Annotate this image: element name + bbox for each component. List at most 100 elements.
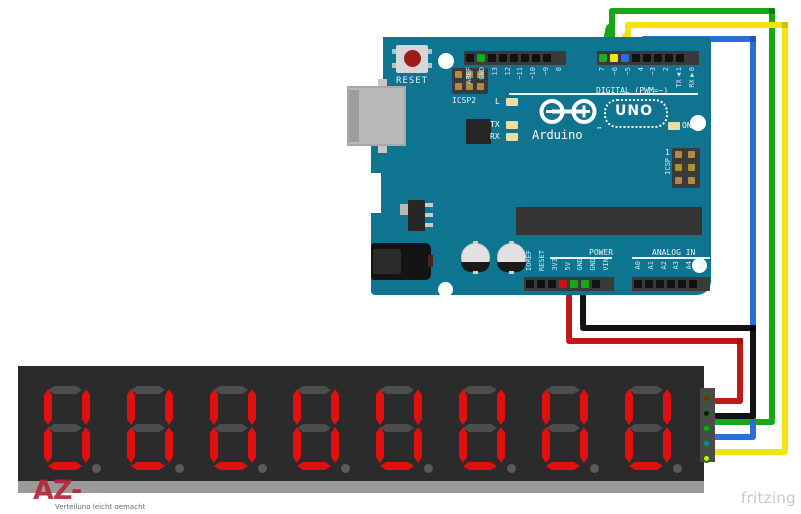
pin-hole-7[interactable] <box>598 54 607 62</box>
pin-hole-reset-power[interactable] <box>536 280 545 288</box>
connector-pin-vcc[interactable] <box>702 394 711 403</box>
digit-6-segment-g <box>463 424 497 432</box>
pin-hole-aref[interactable] <box>465 54 474 62</box>
digit-3 <box>202 384 267 473</box>
pin-hole-tx1[interactable] <box>664 54 673 62</box>
analog-header[interactable] <box>632 277 710 291</box>
pin-label-a3: A3 <box>672 261 680 270</box>
pin-hole-rx0[interactable] <box>675 54 684 62</box>
digit-1-segment-f <box>44 389 52 425</box>
pin-hole-a2[interactable] <box>655 280 664 288</box>
digit-1-segment-d <box>48 462 82 470</box>
digit-8-segment-g <box>629 424 663 432</box>
pin-hole-a4[interactable] <box>677 280 686 288</box>
digit-5-segment-b <box>414 389 422 425</box>
digit-1-segment-a <box>48 386 82 394</box>
digit-7 <box>534 384 599 473</box>
pin-label-5: ~5 <box>624 67 632 76</box>
fritzing-watermark: fritzing <box>741 489 796 507</box>
green-wire-bend-top <box>769 8 775 14</box>
pin-hole-5[interactable] <box>620 54 629 62</box>
digit-7-segment-c <box>580 427 588 463</box>
pin-label-7: 7 <box>598 67 606 72</box>
pin-label-11: ~11 <box>516 67 524 80</box>
pin-hole-5v[interactable] <box>558 280 567 288</box>
pin-hole-4[interactable] <box>631 54 640 62</box>
digit-6-segment-c <box>497 427 505 463</box>
pin-hole-vin[interactable] <box>591 280 600 288</box>
pin-hole-gnd-2[interactable] <box>580 280 589 288</box>
digit-2 <box>119 384 184 473</box>
digit-2-decimal-point <box>175 464 184 473</box>
pin-label-6: ~6 <box>611 67 619 76</box>
digit-4 <box>285 384 350 473</box>
digit-3-segment-g <box>214 424 248 432</box>
pin-label-a2: A2 <box>660 261 668 270</box>
pin-hole-gnd-1[interactable] <box>569 280 578 288</box>
pin-label-5v: 5V <box>564 262 572 271</box>
digit-1-segment-c <box>82 427 90 463</box>
reset-button[interactable] <box>396 45 428 73</box>
connector-pin-dio[interactable] <box>702 424 711 433</box>
digit-4-segment-c <box>331 427 339 463</box>
connector-pin-clk[interactable] <box>702 439 711 448</box>
barrel-jack-nub <box>428 255 433 267</box>
digit-4-segment-d <box>297 462 331 470</box>
usb-b-inner <box>349 90 359 142</box>
pin-hole-2[interactable] <box>653 54 662 62</box>
pin-hole-ioref[interactable] <box>525 280 534 288</box>
pin-hole-10[interactable] <box>520 54 529 62</box>
connector-pin-stb[interactable] <box>702 454 711 463</box>
yellow-wire-bend-top <box>782 22 788 28</box>
pin-hole-a0[interactable] <box>633 280 642 288</box>
pin-hole-a3[interactable] <box>666 280 675 288</box>
analog-caption: ANALOG IN <box>652 248 696 257</box>
board-edge-notch-lower <box>371 173 381 213</box>
pin-hole-9[interactable] <box>531 54 540 62</box>
digit-1-segment-e <box>44 427 52 463</box>
digit-5-segment-a <box>380 386 414 394</box>
pin-hole-11[interactable] <box>509 54 518 62</box>
led-l-label: L <box>495 97 500 106</box>
icsp2-label: ICSP2 <box>452 96 477 105</box>
digit-4-segment-e <box>293 427 301 463</box>
pin-label-3v3: 3V3 <box>551 258 559 271</box>
pin-hole-3[interactable] <box>642 54 651 62</box>
pin-hole-6[interactable] <box>609 54 618 62</box>
led-rx <box>506 133 518 141</box>
regulator-thermal-pad <box>400 204 408 215</box>
yellow-wire-segment-vertical-down <box>782 22 788 452</box>
digit-2-segment-a <box>131 386 165 394</box>
reset-tab-bl <box>392 63 396 68</box>
green-wire-segment-vertical-down <box>769 8 775 422</box>
reset-tab-br <box>428 63 432 68</box>
pin-hole-8[interactable] <box>542 54 551 62</box>
pin-hole-gnd-digital[interactable] <box>476 54 485 62</box>
digital-header-left[interactable] <box>464 51 566 65</box>
pin-hole-3v3[interactable] <box>547 280 556 288</box>
digit-1-segment-g <box>48 424 82 432</box>
icsp2-pad-5 <box>466 83 473 90</box>
digit-2-segment-e <box>127 427 135 463</box>
atmega-microcontroller <box>516 207 702 235</box>
power-header[interactable] <box>524 277 614 291</box>
yellow-wire-segment-horizontal-top <box>625 22 788 28</box>
pin-hole-13[interactable] <box>487 54 496 62</box>
digit-6-segment-d <box>463 462 497 470</box>
icsp-pin1-marker: 1 <box>665 148 670 157</box>
green-wire-segment-vertical-up <box>609 8 615 60</box>
blue-wire-bend-top <box>750 36 756 42</box>
digit-2-segment-c <box>165 427 173 463</box>
digit-4-segment-b <box>331 389 339 425</box>
pin-hole-a1[interactable] <box>644 280 653 288</box>
led-l <box>506 98 518 106</box>
pin-label-4: 4 <box>637 67 645 72</box>
digital-header-right[interactable] <box>597 51 699 65</box>
digit-6-segment-e <box>459 427 467 463</box>
pin-hole-a5[interactable] <box>688 280 697 288</box>
connector-pin-gnd[interactable] <box>702 409 711 418</box>
digit-6 <box>451 384 516 473</box>
pin-hole-12[interactable] <box>498 54 507 62</box>
cap2-tab-bottom <box>509 271 514 274</box>
digit-2-segment-b <box>165 389 173 425</box>
